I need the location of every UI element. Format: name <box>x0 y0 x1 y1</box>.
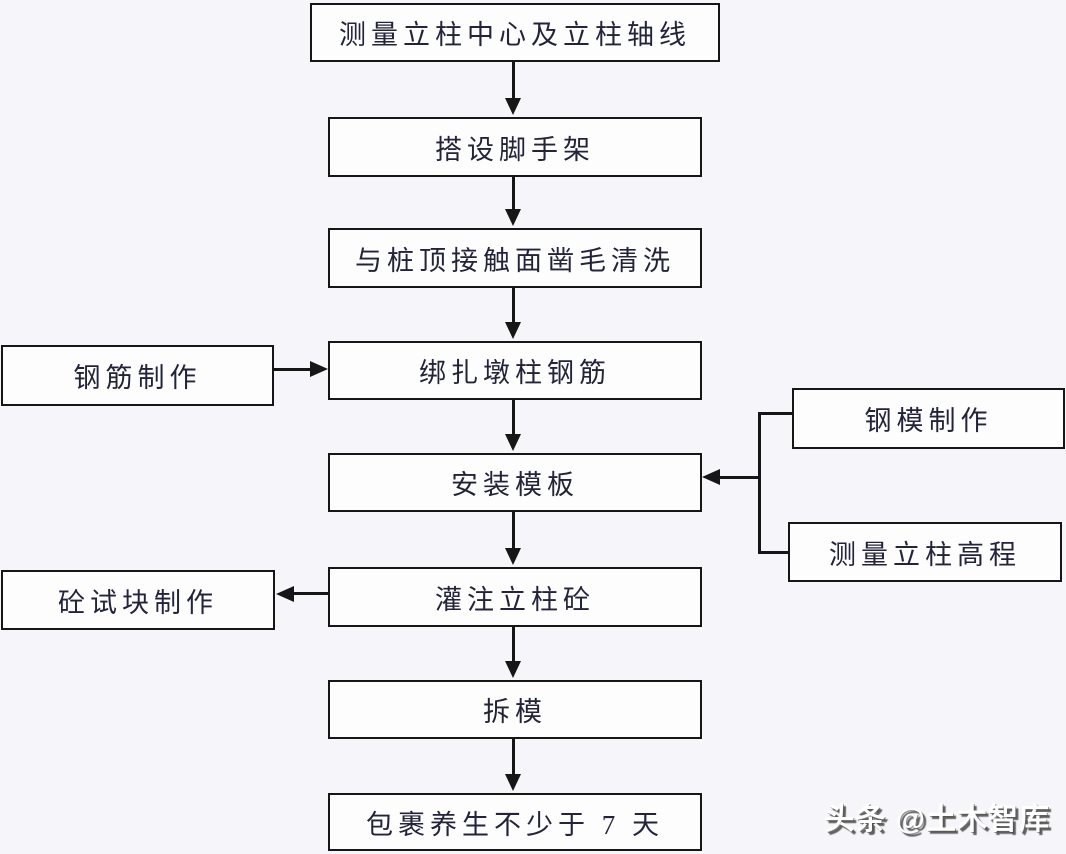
node-erect-scaffolding: 搭设脚手架 <box>328 117 702 177</box>
node-rebar-fabrication: 钢筋制作 <box>1 345 274 406</box>
arrow-line-step5-step6 <box>512 512 515 549</box>
arrowhead-down-step3 <box>505 209 521 226</box>
node-steel-mold-fabrication: 钢模制作 <box>792 388 1065 449</box>
node-tie-pier-column-rebar: 绑扎墩柱钢筋 <box>328 341 702 400</box>
arrowhead-left-install-formwork <box>702 469 720 485</box>
connector-elevation-horizontal <box>758 551 788 554</box>
toutiao-watermark: 头条 @土木智库 <box>824 803 1050 836</box>
node-install-formwork: 安装模板 <box>328 453 702 512</box>
node-remove-formwork: 拆模 <box>328 680 702 739</box>
connector-right-vertical <box>758 412 761 554</box>
arrow-line-step1-step2 <box>512 62 515 99</box>
arrow-line-step6-step7 <box>512 627 515 662</box>
arrowhead-down-step2 <box>505 98 521 115</box>
arrow-line-step3-step4 <box>512 288 515 323</box>
arrowhead-down-step8 <box>505 774 521 791</box>
arrowhead-down-step5 <box>505 434 521 451</box>
arrow-line-step7-step8 <box>512 739 515 775</box>
node-measure-column-center-axis: 测量立柱中心及立柱轴线 <box>310 3 720 62</box>
arrowhead-down-step6 <box>505 548 521 565</box>
node-wrap-curing-7-days: 包裹养生不少于 7 天 <box>328 793 702 851</box>
node-chisel-clean-pile-top-surface: 与桩顶接触面凿毛清洗 <box>328 228 702 288</box>
arrowhead-down-step4 <box>505 322 521 339</box>
node-pour-column-concrete: 灌注立柱砼 <box>328 567 702 627</box>
arrow-line-step2-step3 <box>512 177 515 210</box>
arrow-line-formwork-input <box>719 476 758 479</box>
arrow-line-step4-step5 <box>512 400 515 435</box>
node-concrete-test-block-making: 砼试块制作 <box>1 570 275 630</box>
arrowhead-left-test-block <box>276 586 294 602</box>
arrowhead-right-tie-rebar <box>310 361 328 377</box>
arrow-line-rebar-input <box>274 368 311 371</box>
connector-steel-mold-horizontal <box>758 412 792 415</box>
arrow-line-test-block-output <box>293 592 328 595</box>
node-measure-column-elevation: 测量立柱高程 <box>788 522 1062 582</box>
arrowhead-down-step7 <box>505 661 521 678</box>
